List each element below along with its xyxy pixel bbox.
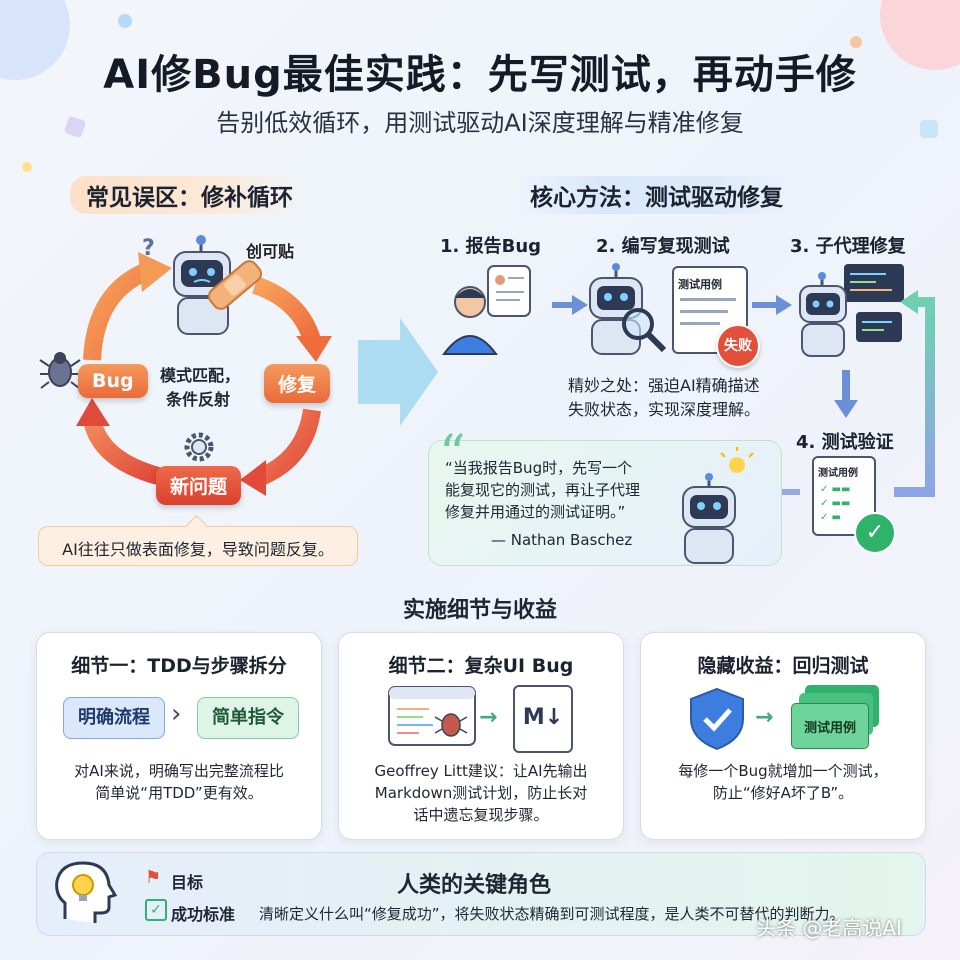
doc-line	[680, 310, 728, 313]
human-role-heading: 人类的关键角色	[397, 873, 552, 898]
step-3-label: 3. 子代理修复	[790, 236, 906, 257]
human-role-banner: ⚑ 目标 ✓ 成功标准 人类的关键角色 清晰定义什么叫“修复成功”，将失败状态精…	[36, 852, 926, 936]
bandaid-label: 创可贴	[246, 242, 295, 261]
decor-dot	[850, 36, 862, 48]
insight-text-2: 失败状态，实现深度理解。	[568, 400, 761, 419]
detail-card-regression: 隐藏收益：回归测试 → 测试用例 每修一个Bug就增加一个测试， 防止“修好A坏…	[640, 632, 926, 840]
page-subtitle: 告别低效循环，用测试驱动AI深度理解与精准修复	[216, 109, 744, 137]
cycle-arrow-3	[254, 408, 321, 487]
checkbox-icon: ✓	[145, 899, 167, 921]
arrow-right-icon: →	[755, 705, 774, 730]
markdown-file-icon: M↓	[513, 685, 573, 753]
chip-clear-flow: 明确流程	[63, 697, 165, 739]
cycle-node-fix: 修复	[264, 364, 331, 403]
arrow-right-icon: →	[479, 705, 498, 730]
cycle-arrowhead-1	[138, 252, 172, 292]
doc-line	[680, 322, 720, 325]
quote-line-1: “当我报告Bug时，先写一个	[445, 459, 633, 477]
quote-mark-icon: “	[439, 425, 466, 485]
detail-card-ui-bug-title: 细节二：复杂UI Bug	[388, 655, 574, 677]
code-window-bug-icon	[388, 686, 476, 746]
cycle-arrow-2	[251, 276, 321, 343]
goal-label: 目标	[171, 873, 204, 892]
bug-icon	[39, 352, 81, 389]
chip-simple-instruction: 简单指令	[197, 697, 299, 739]
markdown-label: M↓	[522, 705, 564, 730]
quote-line-2: 能复现它的测试，再让子代理	[445, 481, 641, 499]
test-case-document-label: 测试用例	[678, 278, 722, 291]
check-line: ✓ ▬▬	[820, 484, 851, 495]
page-title: AI修Bug最佳实践：先写测试，再动手修	[103, 52, 857, 98]
cycle-center-text-2: 条件反射	[166, 390, 231, 409]
pass-check-icon: ✓	[854, 512, 896, 554]
fail-badge: 失败	[716, 324, 760, 368]
decor-dot	[920, 120, 938, 138]
flow-arrow-loop	[894, 297, 935, 497]
quote-box: “ “当我报告Bug时，先写一个 能复现它的测试，再让子代理 修复并用通过的测试…	[428, 425, 782, 566]
chevron-right-icon: ›	[171, 699, 182, 729]
doc-line	[680, 298, 736, 301]
step-4-label: 4. 测试验证	[796, 432, 894, 453]
check-line: ✓ ▬▬	[820, 498, 851, 509]
flag-icon: ⚑	[145, 867, 162, 888]
transition-arrow	[358, 318, 438, 426]
detail-card-tdd: 细节一：TDD与步骤拆分 明确流程 › 简单指令 对AI来说，明确写出完整流程比…	[36, 632, 322, 840]
gear-icon	[184, 432, 214, 462]
checklist-label: 测试用例	[818, 468, 858, 479]
decor-dot	[118, 14, 132, 28]
detail-card-ui-bug-text-2: Markdown测试计划，防止长对	[374, 784, 588, 802]
insight-text-1: 精妙之处：强迫AI精确描述	[568, 376, 760, 395]
section-heading-core-method: 核心方法：测试驱动修复	[514, 176, 799, 214]
detail-card-ui-bug-text-3: 话中遗忘复现步骤。	[413, 806, 549, 824]
flow-arrow-loop-head	[900, 290, 918, 314]
human-role-text: 清晰定义什么叫“修复成功”，将失败状态精确到可测试程度，是人类不可替代的判断力。	[259, 905, 845, 923]
test-case-document: 测试用例	[672, 266, 748, 354]
detail-card-tdd-text-2: 简单说“用TDD”更有效。	[95, 784, 263, 802]
robot-idea-illustration	[682, 447, 754, 564]
misconception-note-text: AI往往只做表面修复，导致问题反复。	[62, 540, 334, 559]
user-report-illustration	[442, 265, 531, 355]
cycle-arrow-4	[83, 417, 161, 485]
watermark: 头条 @老高说AI	[756, 916, 902, 940]
cycle-node-new-problem: 新问题	[156, 466, 242, 505]
detail-card-ui-bug: 细节二：复杂UI Bug → M↓ Geoffrey Litt建议：让AI先输出…	[338, 632, 624, 840]
question-mark: ?	[142, 236, 155, 261]
robot-magnifier-illustration	[589, 263, 667, 355]
quote-line-3: 修复并用通过的测试证明。”	[445, 503, 626, 521]
robot-bandaid-illustration	[173, 235, 263, 335]
test-stack-front: 测试用例	[791, 703, 869, 749]
robot-coding-illustration	[799, 264, 904, 357]
detail-card-regression-text-2: 防止“修好A坏了B”。	[712, 784, 854, 802]
shield-check-icon	[690, 687, 744, 751]
details-heading: 实施细节与收益	[402, 598, 557, 623]
cycle-center-text-1: 模式匹配，	[160, 366, 241, 385]
cycle-arrowhead-4	[76, 398, 110, 426]
decor-dot	[22, 162, 32, 172]
step-2-label: 2. 编写复现测试	[596, 236, 730, 257]
cycle-arrow-1	[83, 261, 154, 361]
step-1-label: 1. 报告Bug	[440, 236, 542, 257]
detail-card-tdd-title: 细节一：TDD与步骤拆分	[71, 655, 287, 677]
quote-author: — Nathan Baschez	[491, 531, 633, 549]
head-lightbulb-icon	[55, 861, 118, 923]
cycle-arrowhead-3	[240, 460, 266, 496]
detail-card-ui-bug-text-1: Geoffrey Litt建议：让AI先输出	[374, 762, 588, 780]
misconception-note: AI往往只做表面修复，导致问题反复。	[38, 514, 358, 566]
section-heading-misconception: 常见误区：修补循环	[70, 176, 309, 214]
check-line: ✓ ▬	[820, 512, 842, 523]
detail-card-regression-text-1: 每修一个Bug就增加一个测试，	[678, 762, 888, 780]
cycle-arrowhead-2	[296, 336, 332, 362]
detail-card-tdd-text-1: 对AI来说，明确写出完整流程比	[74, 762, 284, 780]
cycle-node-bug: Bug	[78, 364, 148, 398]
detail-card-regression-title: 隐藏收益：回归测试	[697, 655, 869, 677]
test-stack-label: 测试用例	[803, 721, 856, 736]
success-label: 成功标准	[171, 905, 236, 924]
